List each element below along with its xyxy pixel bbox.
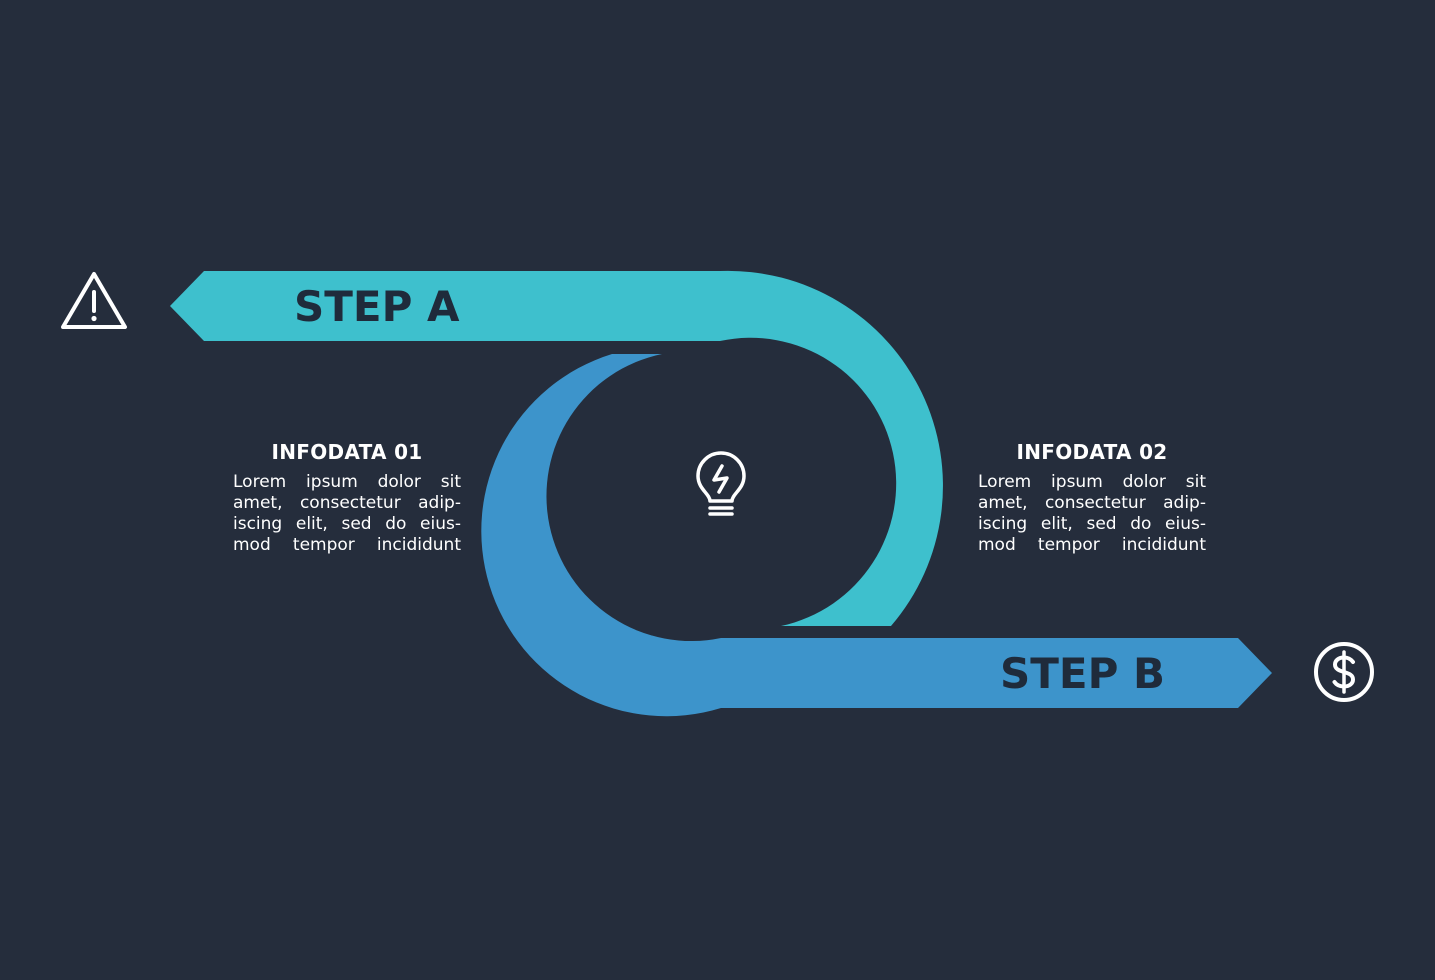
- dollar-coin-icon: [1314, 642, 1374, 702]
- info-text-line: Lorem ipsum dolor sit: [978, 472, 1206, 492]
- step-a-label: STEP A: [294, 282, 460, 331]
- info-text-line: amet, consectetur adip-: [233, 493, 461, 513]
- warning-triangle-icon: [61, 272, 127, 329]
- info-block-02: INFODATA 02 Lorem ipsum dolor sit amet, …: [978, 440, 1206, 556]
- step-a-arrow: [170, 270, 943, 626]
- info-title-01: INFODATA 01: [271, 440, 423, 464]
- step-b-arrow: [481, 354, 1272, 717]
- info-text-line: amet, consectetur adip-: [978, 493, 1206, 513]
- info-text-line: mod tempor incididunt: [978, 535, 1206, 555]
- lightbulb-bolt-icon: [696, 451, 746, 516]
- info-text-line: Lorem ipsum dolor sit: [233, 472, 461, 492]
- info-title-02: INFODATA 02: [1016, 440, 1168, 464]
- info-text-line: iscing elit, sed do eius-: [978, 514, 1206, 534]
- info-text-line: mod tempor incididunt: [233, 535, 461, 555]
- info-block-01: INFODATA 01 Lorem ipsum dolor sit amet, …: [233, 440, 461, 556]
- step-b-label: STEP B: [1000, 649, 1165, 698]
- info-text-line: iscing elit, sed do eius-: [233, 514, 461, 534]
